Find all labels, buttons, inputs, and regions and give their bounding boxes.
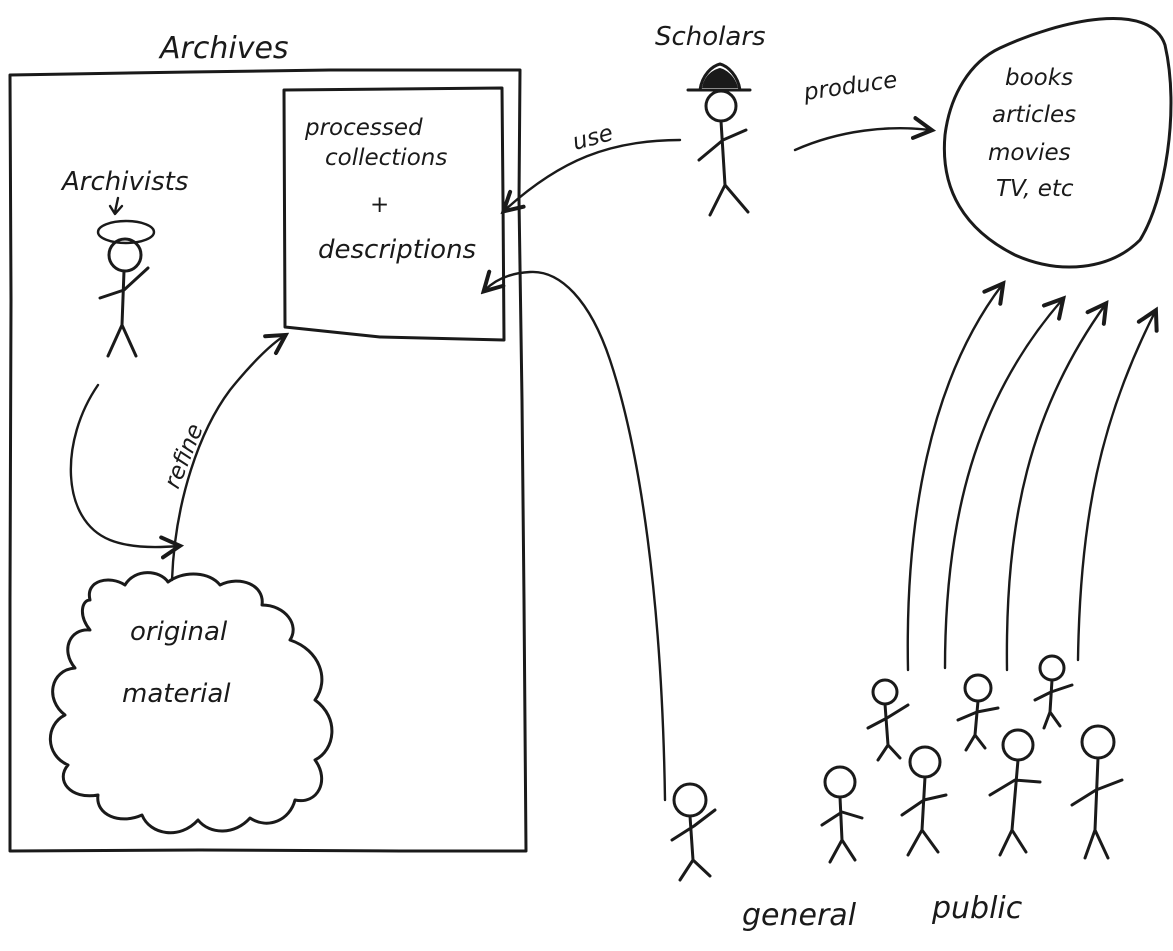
processed-collections-box: processed collections + descriptions: [282, 86, 506, 342]
use-arrow-group: use: [505, 120, 682, 210]
public-use-arrow-group: [485, 272, 667, 802]
scholars-label: Scholars: [655, 22, 766, 52]
produce-arrow-group: produce: [793, 67, 930, 152]
processed-line-3: +: [370, 192, 389, 218]
refine-label: refine: [159, 420, 208, 492]
general-label: general: [742, 898, 857, 933]
general-public-crowd: general public: [670, 654, 1124, 933]
original-line-1: original: [130, 617, 228, 647]
original-line-2: material: [122, 679, 231, 709]
public-to-outputs-arrows: [906, 285, 1155, 672]
outputs-line-4: TV, etc: [996, 176, 1074, 202]
archivists-label: Archivists: [60, 167, 188, 197]
produce-label: produce: [801, 67, 899, 106]
scholar-hat-fill: [702, 68, 738, 88]
public-label: public: [931, 891, 1023, 926]
processed-line-1: processed: [304, 115, 423, 141]
use-label: use: [570, 120, 616, 156]
archivist-halo: [96, 219, 156, 245]
public-person-6: [866, 678, 910, 762]
outputs-bubble: books articles movies TV, etc: [942, 17, 1173, 269]
public-arrow-2: [943, 300, 1062, 670]
refine-arrows: refine: [69, 336, 284, 582]
public-to-processed-arrow: [485, 272, 667, 802]
public-person-3: [900, 745, 948, 857]
public-person-2: [820, 765, 864, 864]
archivist-to-material-arrow: [69, 383, 178, 547]
public-person-7: [956, 673, 1000, 752]
public-person-8: [1033, 654, 1074, 730]
outputs-line-2: articles: [992, 102, 1076, 128]
scholar-head: [704, 89, 738, 123]
public-person-lone: [670, 782, 717, 882]
processed-line-2: collections: [325, 145, 447, 171]
archives-label: Archives: [158, 31, 289, 66]
archivist-body: [98, 266, 150, 358]
scholar-body: [697, 119, 750, 217]
archives-container: Archives: [8, 31, 528, 853]
refine-arrow: [170, 336, 284, 582]
archivist-pointer-arrow: [108, 196, 124, 216]
public-person-4: [988, 728, 1042, 857]
public-person-5: [1070, 724, 1124, 860]
outputs-line-1: books: [1005, 65, 1073, 91]
public-arrow-1: [906, 285, 1002, 672]
scholar-figure: Scholars: [655, 22, 766, 217]
use-arrow: [505, 138, 682, 210]
outputs-line-3: movies: [988, 140, 1071, 166]
archivist-figure: Archivists: [60, 167, 188, 358]
processed-line-4: descriptions: [318, 235, 476, 265]
public-arrow-4: [1076, 312, 1155, 662]
original-material-cloud: original material: [48, 571, 334, 835]
produce-arrow: [793, 128, 930, 152]
public-arrow-3: [1005, 305, 1105, 672]
